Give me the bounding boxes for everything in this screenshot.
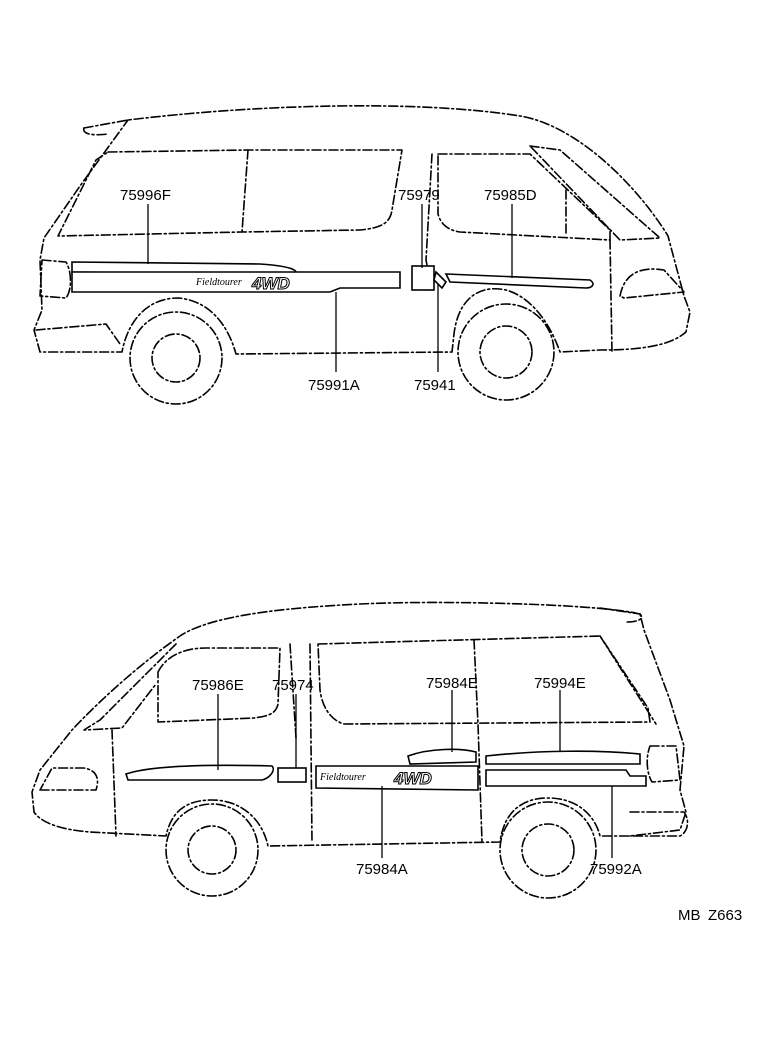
top-roof-line <box>83 127 109 136</box>
label-75996F: 75996F <box>120 187 171 204</box>
bottom-rear-wheel <box>499 801 597 899</box>
top-logo-4wd: 4WD <box>251 274 290 293</box>
label-75994E: 75994E <box>534 675 586 692</box>
bottom-front-door <box>111 729 117 837</box>
bottom-taillight <box>646 745 681 783</box>
label-75992A: 75992A <box>590 861 642 878</box>
bottom-side-window <box>317 635 651 725</box>
top-front-stripe-75985D <box>444 273 594 289</box>
bottom-front-window <box>157 647 281 723</box>
top-windshield <box>529 145 661 241</box>
bottom-slide-stripe-75984E <box>407 748 477 765</box>
label-75985D: 75985D <box>484 187 537 204</box>
bottom-logo-4wd: 4WD <box>393 769 432 788</box>
diagram-code-prefix: MB <box>678 907 701 924</box>
top-front-door-rear <box>609 239 613 353</box>
top-front-wheel-hub <box>479 325 533 379</box>
bottom-rear-wheel-hub <box>521 823 575 877</box>
top-logo-script: Fieldtourer <box>195 277 242 288</box>
top-small-decal-75941 <box>433 270 448 290</box>
label-75974: 75974 <box>272 677 314 694</box>
bottom-van-illustration: Fieldtourer 4WD <box>31 601 689 899</box>
bottom-van-body-outline <box>31 601 687 847</box>
bottom-rear-lower-stripe-75992A <box>485 769 647 787</box>
top-rear-window <box>57 149 403 237</box>
label-75991A: 75991A <box>308 377 360 394</box>
bottom-rear-stripe-75994E <box>485 750 641 765</box>
label-75984A: 75984A <box>356 861 408 878</box>
bottom-rear-bumper <box>629 811 689 837</box>
bottom-logo-stripe-75984A <box>315 765 479 791</box>
bottom-logo-script: Fieldtourer <box>319 772 366 783</box>
label-75984E: 75984E <box>426 675 478 692</box>
bottom-pillar <box>289 643 297 739</box>
top-rear-wheel <box>129 311 223 405</box>
bottom-front-stripe-75986E <box>124 764 275 781</box>
label-75941: 75941 <box>414 377 456 394</box>
top-van-body-outline <box>33 105 691 355</box>
top-leaders <box>147 204 513 372</box>
top-headlight <box>619 268 685 299</box>
bottom-door-line <box>309 643 313 843</box>
diagram-code-number: Z663 <box>708 907 742 924</box>
bottom-front-wheel <box>165 803 259 897</box>
label-75979: 75979 <box>398 187 440 204</box>
bottom-roof-tip <box>599 607 643 623</box>
top-pillar <box>241 149 249 233</box>
bottom-rear-pillar <box>599 635 657 725</box>
top-fuel-decal-75979 <box>411 265 435 291</box>
top-front-wheel <box>457 303 555 401</box>
top-rear-bumper <box>35 323 121 345</box>
top-lower-stripe-75991A <box>71 271 401 293</box>
top-rear-wheel-hub <box>151 333 201 383</box>
bottom-slide-door <box>473 639 483 843</box>
bottom-headlight <box>39 767 99 791</box>
bottom-windshield <box>83 643 177 731</box>
label-75986E: 75986E <box>192 677 244 694</box>
top-taillight <box>39 259 72 299</box>
bottom-pillar-decal-75974 <box>277 767 307 783</box>
bottom-leaders <box>217 690 613 858</box>
bottom-front-wheel-hub <box>187 825 237 875</box>
top-front-window <box>437 153 611 241</box>
top-van-illustration: Fieldtourer 4WD <box>33 105 691 405</box>
